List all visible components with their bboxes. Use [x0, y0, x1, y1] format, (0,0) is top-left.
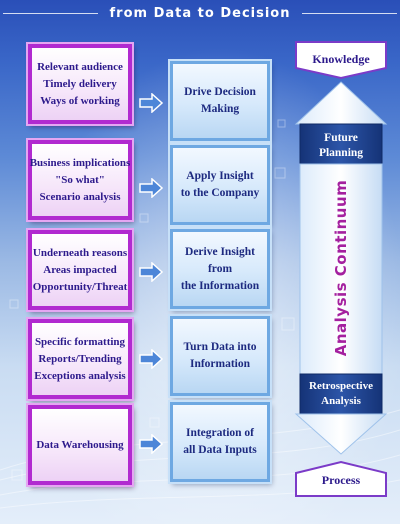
left-box-4: Specific formatting Reports/Trending Exc… — [28, 319, 132, 399]
left-box-1: Relevant audience Timely delivery Ways o… — [28, 44, 132, 124]
left-box-4-line-2: Reports/Trending — [38, 352, 122, 365]
retro-line-2: Analysis — [321, 395, 361, 407]
retrospective-analysis-label: Retrospective Analysis — [296, 377, 386, 411]
left-box-5-line-1: Data Warehousing — [36, 438, 124, 451]
left-box-3-line-1: Underneath reasons — [32, 246, 128, 259]
analysis-continuum-arrow — [294, 41, 388, 497]
header-rule-left — [2, 12, 98, 14]
future-line-1: Future — [324, 132, 358, 144]
arrow-right-icon — [139, 434, 164, 454]
arrow-right-icon — [139, 349, 164, 369]
header-rule-right — [302, 12, 398, 14]
mid-box-5: Integration of all Data Inputs — [170, 402, 270, 482]
future-line-2: Planning — [318, 147, 364, 159]
knowledge-label: Knowledge — [312, 51, 370, 66]
left-box-3: Underneath reasons Areas impacted Opport… — [28, 230, 132, 310]
left-box-3-line-2: Areas impacted — [43, 263, 117, 276]
diagram-title: from Data to Decision — [109, 5, 291, 21]
mid-box-1-line-2: Making — [200, 103, 240, 115]
mid-box-2: Apply Insight to the Company — [170, 145, 270, 225]
left-box-4-line-1: Specific formatting — [34, 335, 126, 348]
future-planning-label: Future Planning — [300, 129, 382, 163]
left-box-1-line-3: Ways of working — [40, 94, 120, 107]
mid-box-3-line-3: the Information — [180, 279, 260, 292]
left-box-2-line-2: "So what" — [55, 173, 105, 186]
arrow-right-icon — [139, 93, 164, 113]
left-box-5: Data Warehousing — [28, 405, 132, 485]
retro-line-1: Retrospective — [309, 380, 373, 392]
left-box-1-line-2: Timely delivery — [43, 77, 117, 90]
mid-box-2-line-1: Apply Insight — [186, 170, 254, 182]
mid-box-2-line-2: to the Company — [180, 187, 260, 199]
mid-box-3: Derive Insight from the Information — [170, 229, 270, 309]
left-box-2-line-1: Business implications — [29, 156, 131, 169]
mid-box-4-line-2: Information — [189, 358, 251, 370]
process-label: Process — [321, 472, 361, 487]
left-box-2: Business implications "So what" Scenario… — [28, 140, 132, 220]
mid-box-5-line-2: all Data Inputs — [183, 444, 257, 456]
left-box-2-line-3: Scenario analysis — [39, 190, 121, 203]
arrow-right-icon — [139, 262, 164, 282]
mid-box-1-line-1: Drive Decision — [184, 86, 256, 98]
mid-box-3-line-2: from — [207, 262, 233, 275]
mid-box-3-line-1: Derive Insight — [185, 245, 255, 258]
left-box-4-line-3: Exceptions analysis — [34, 369, 126, 382]
arrow-right-icon — [139, 178, 164, 198]
mid-box-4: Turn Data into Information — [170, 316, 270, 396]
mid-box-5-line-1: Integration of — [185, 427, 255, 439]
header: from Data to Decision — [0, 2, 400, 24]
analysis-continuum-text: Analysis Continuum — [332, 179, 350, 357]
mid-box-4-line-1: Turn Data into — [183, 341, 257, 353]
mid-box-1: Drive Decision Making — [170, 61, 270, 141]
left-box-1-line-1: Relevant audience — [37, 60, 123, 73]
left-box-3-line-3: Opportunity/Threat — [32, 280, 128, 293]
